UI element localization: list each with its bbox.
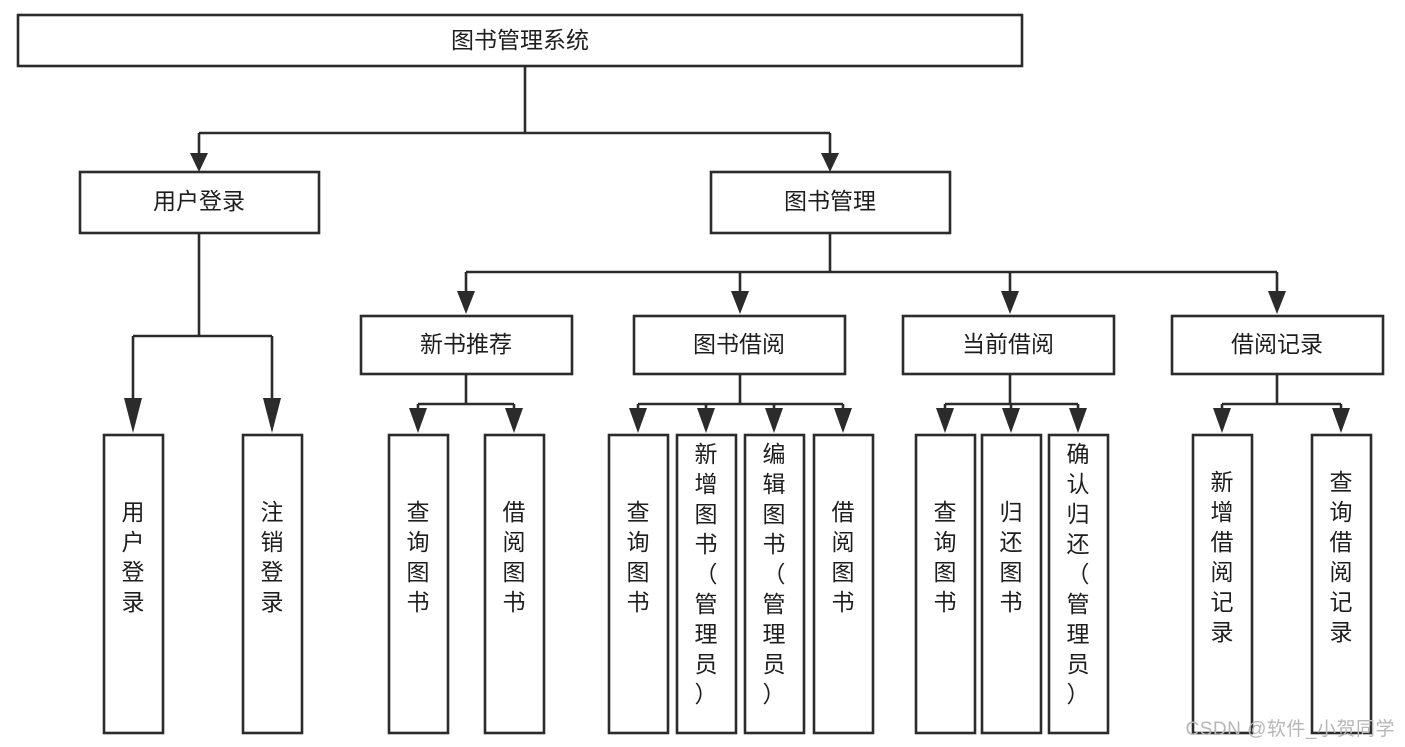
arrowhead-leaf-query-book-2	[629, 408, 647, 433]
arrowhead-leaf-user-logout	[263, 398, 281, 433]
leaf-query-book-1-box[interactable]	[387, 433, 450, 735]
arrowhead-book-borrow	[731, 291, 749, 314]
arrowhead-new-book-recommend	[457, 291, 475, 314]
node-user-login-label: 用户登录	[153, 188, 245, 214]
leaf-query-record-box[interactable]	[1310, 433, 1373, 735]
csdn-watermark: CSDN @软件_小贺同学	[1185, 719, 1395, 740]
leaf-user-logout[interactable]: 注销登录	[241, 433, 304, 735]
leaf-borrow-book-2-box[interactable]	[812, 433, 875, 735]
node-current-borrow-box[interactable]	[901, 314, 1116, 376]
leaf-add-book-box[interactable]	[675, 433, 738, 735]
leaf-edit-book-box[interactable]	[743, 433, 806, 735]
leaf-add-record-label: 新增借阅记录	[1211, 469, 1234, 645]
node-borrow-record[interactable]: 借阅记录	[1170, 314, 1385, 376]
leaf-query-book-2-box[interactable]	[607, 433, 670, 735]
node-user-login-box[interactable]	[78, 170, 321, 235]
leaf-confirm-return-box[interactable]	[1047, 433, 1110, 735]
arrowhead-leaf-return-book	[1002, 408, 1020, 433]
leaf-edit-book-label: 编辑图书（管理员）	[763, 441, 786, 707]
arrowhead-leaf-add-record	[1213, 408, 1231, 433]
node-new-book-recommend-label: 新书推荐	[420, 331, 512, 357]
leaf-query-book-3-box[interactable]	[914, 433, 977, 735]
arrowhead-leaf-user-login	[124, 398, 142, 433]
leaf-borrow-book-2-label: 借阅图书	[832, 499, 855, 615]
leaf-borrow-book-1-box[interactable]	[483, 433, 546, 735]
arrowhead-leaf-query-book-1	[409, 408, 427, 433]
arrowhead-current-borrow	[1001, 291, 1019, 314]
node-borrow-record-box[interactable]	[1170, 314, 1385, 376]
node-root[interactable]: 图书管理系统	[16, 13, 1024, 68]
node-root-label: 图书管理系统	[451, 27, 589, 53]
edge-layer	[124, 66, 1350, 433]
leaf-query-book-2[interactable]: 查询图书	[607, 433, 670, 735]
leaf-query-book-2-label: 查询图书	[627, 499, 650, 615]
leaf-borrow-book-2[interactable]: 借阅图书	[812, 433, 875, 735]
node-book-borrow-box[interactable]	[632, 314, 847, 376]
leaf-query-record-label: 查询借阅记录	[1330, 469, 1353, 645]
leaf-query-book-3[interactable]: 查询图书	[914, 433, 977, 735]
leaf-user-login-box[interactable]	[102, 433, 165, 735]
leaf-confirm-return[interactable]: 确认归还（管理员）	[1047, 433, 1110, 735]
leaf-return-book[interactable]: 归还图书	[980, 433, 1043, 735]
leaf-return-book-label: 归还图书	[1000, 499, 1023, 615]
leaf-add-record[interactable]: 新增借阅记录	[1191, 433, 1254, 735]
leaf-return-book-box[interactable]	[980, 433, 1043, 735]
node-new-book-recommend-box[interactable]	[359, 314, 574, 376]
leaf-query-book-1-label: 查询图书	[407, 499, 430, 615]
leaf-borrow-book-1-label: 借阅图书	[503, 499, 526, 615]
node-book-borrow[interactable]: 图书借阅	[632, 314, 847, 376]
node-book-manage-box[interactable]	[709, 170, 952, 235]
arrowhead-user-login	[190, 153, 208, 172]
arrowhead-borrow-record	[1268, 291, 1286, 314]
leaf-query-book-1[interactable]: 查询图书	[387, 433, 450, 735]
node-borrow-record-label: 借阅记录	[1231, 331, 1323, 357]
leaf-add-record-box[interactable]	[1191, 433, 1254, 735]
leaf-query-book-3-label: 查询图书	[934, 499, 957, 615]
node-book-manage[interactable]: 图书管理	[709, 170, 952, 235]
arrowhead-leaf-query-record	[1332, 408, 1350, 433]
arrowhead-leaf-borrow-book-1	[505, 408, 523, 433]
leaf-user-logout-label: 注销登录	[261, 499, 284, 615]
arrowhead-leaf-edit-book	[765, 408, 783, 433]
arrowhead-leaf-confirm-return	[1069, 408, 1087, 433]
node-book-borrow-label: 图书借阅	[693, 331, 785, 357]
node-book-manage-label: 图书管理	[784, 188, 876, 214]
leaf-user-login-label: 用户登录	[122, 499, 145, 615]
leaf-edit-book[interactable]: 编辑图书（管理员）	[743, 433, 806, 735]
node-root-box[interactable]	[16, 13, 1024, 68]
leaf-user-logout-box[interactable]	[241, 433, 304, 735]
leaf-user-login[interactable]: 用户登录	[102, 433, 165, 735]
arrowhead-leaf-add-book	[697, 408, 715, 433]
leaf-add-book-label: 新增图书（管理员）	[695, 441, 718, 707]
node-current-borrow-label: 当前借阅	[962, 331, 1054, 357]
node-user-login[interactable]: 用户登录	[78, 170, 321, 235]
leaf-borrow-book-1[interactable]: 借阅图书	[483, 433, 546, 735]
leaf-confirm-return-label: 确认归还（管理员）	[1067, 441, 1090, 707]
leaf-add-book[interactable]: 新增图书（管理员）	[675, 433, 738, 735]
node-current-borrow[interactable]: 当前借阅	[901, 314, 1116, 376]
node-new-book-recommend[interactable]: 新书推荐	[359, 314, 574, 376]
arrowhead-leaf-borrow-book-2	[834, 408, 852, 433]
leaf-query-record[interactable]: 查询借阅记录	[1310, 433, 1373, 735]
arrowhead-book-manage	[821, 153, 839, 172]
arrowhead-leaf-query-book-3	[936, 408, 954, 433]
